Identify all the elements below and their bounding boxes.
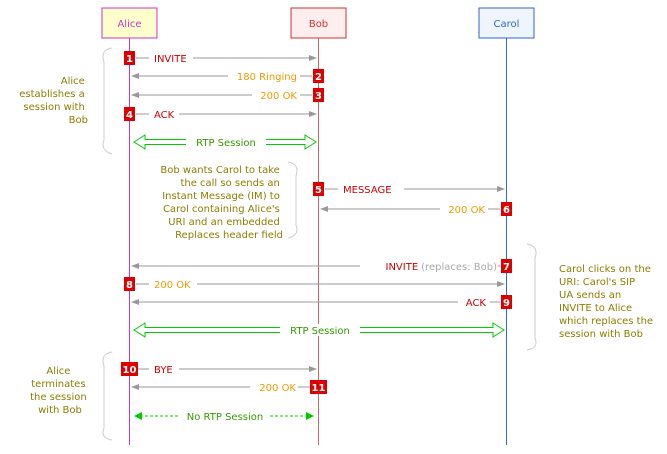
message-7: INVITE(replaces: Bob) 7 [131, 259, 512, 273]
message-7-badge [501, 259, 512, 273]
message-9: ACK 9 [131, 295, 512, 309]
bracket-carol-note [526, 243, 537, 351]
bracket-establish [102, 47, 113, 155]
message-5: MESSAGE 5 [313, 182, 505, 196]
message-1-number: 1 [126, 54, 133, 65]
message-11-label: 200 OK [259, 383, 296, 394]
message-6: 200 OK 6 [320, 202, 512, 216]
message-10: BYE 10 [121, 362, 317, 376]
message-3-number: 3 [315, 91, 322, 102]
note-alice-establish: Alice establishes a session with Bob [19, 76, 88, 126]
rtp-session-1-label: RTP Session [196, 138, 256, 149]
message-8: 200 OK 8 [124, 277, 505, 291]
message-4-badge [124, 107, 135, 121]
message-1: INVITE 1 [124, 51, 317, 65]
message-3: 200 OK 3 [131, 88, 324, 102]
message-9-label: ACK [466, 298, 487, 309]
message-5-label: MESSAGE [343, 185, 392, 196]
message-8-label: 200 OK [154, 280, 191, 291]
message-4: ACK 4 [124, 107, 317, 121]
message-10-label: BYE [154, 365, 173, 376]
note-alice-terminate: Alice terminates the session with Bob [30, 366, 90, 416]
participant-carol-label: Carol [494, 19, 520, 30]
message-10-number: 10 [123, 365, 137, 376]
message-6-badge [501, 202, 512, 216]
message-3-label: 200 OK [260, 91, 297, 102]
message-11-badge [310, 380, 327, 394]
participant-bob: Bob [290, 7, 347, 39]
message-2-badge [313, 69, 324, 83]
message-11: 200 OK 11 [131, 380, 327, 394]
message-5-badge [313, 182, 324, 196]
message-2: 180 Ringing 2 [131, 69, 324, 83]
message-8-number: 8 [126, 280, 133, 291]
note-carol-clicks: Carol clicks on the URI: Carol's SIP UA … [559, 264, 656, 340]
message-11-number: 11 [312, 383, 326, 394]
participant-bob-label: Bob [309, 19, 328, 30]
message-8-badge [124, 277, 135, 291]
message-9-badge [501, 295, 512, 309]
no-rtp-session: No RTP Session [134, 410, 314, 423]
message-6-label: 200 OK [448, 205, 485, 216]
message-5-number: 5 [315, 185, 322, 196]
message-1-label: INVITE [154, 54, 187, 65]
message-3-badge [313, 88, 324, 102]
rtp-session-2-label: RTP Session [290, 326, 350, 337]
message-10-badge [121, 362, 138, 376]
message-7-label: INVITE(replaces: Bob) [386, 262, 498, 273]
message-2-number: 2 [315, 72, 322, 83]
bracket-bob-note [287, 161, 298, 239]
message-2-label: 180 Ringing [237, 72, 297, 83]
participant-alice: Alice [101, 7, 158, 39]
participant-alice-label: Alice [117, 19, 141, 30]
message-6-number: 6 [503, 205, 510, 216]
bracket-terminate [102, 351, 113, 441]
note-bob-wants: Bob wants Carol to take the call so send… [160, 165, 283, 241]
message-7-number: 7 [503, 262, 510, 273]
participant-carol: Carol [478, 7, 535, 39]
message-1-badge [124, 51, 135, 65]
no-rtp-session-label: No RTP Session [187, 412, 263, 423]
rtp-session-1: RTP Session [133, 134, 317, 150]
message-4-number: 4 [126, 110, 133, 121]
message-4-label: ACK [154, 110, 175, 121]
message-9-number: 9 [503, 298, 510, 309]
rtp-session-2: RTP Session [133, 322, 505, 338]
